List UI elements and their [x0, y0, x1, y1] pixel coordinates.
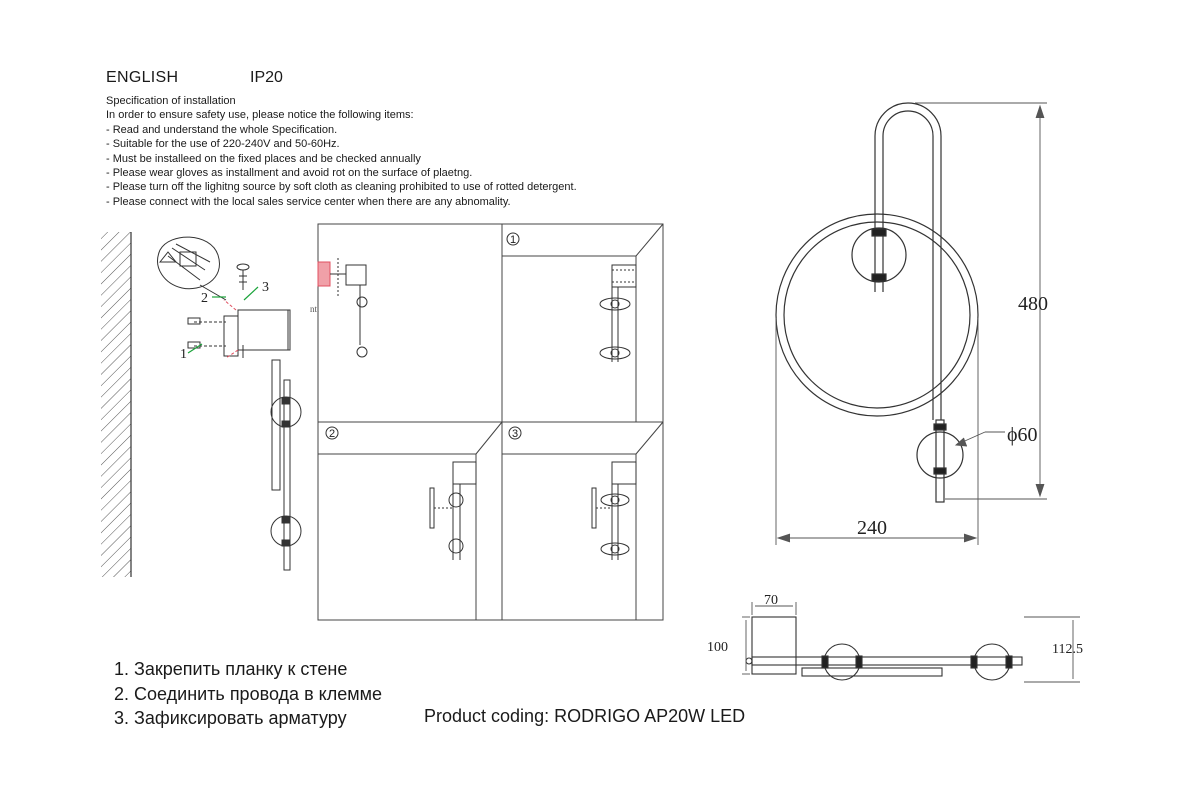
- spec-item: - Read and understand the whole Specific…: [106, 123, 338, 136]
- spec-title: Specification of installation: [106, 95, 236, 107]
- spec-item: - Suitable for the use of 220-240V and 5…: [106, 138, 340, 151]
- spec-intro: In order to ensure safety use, please no…: [106, 109, 414, 122]
- panel-number-3: 3: [508, 426, 522, 440]
- front-view: [775, 102, 979, 503]
- dim-height: 480: [1018, 293, 1048, 315]
- ip-rating: IP20: [250, 69, 283, 86]
- svg-text:1: 1: [510, 234, 516, 246]
- callout-3: 3: [262, 280, 269, 295]
- dim-base-height: 100: [707, 640, 728, 655]
- panel-number-1: 1: [506, 232, 520, 246]
- mounting-plate-exploded: [187, 299, 291, 359]
- step-3: 3. Зафиксировать арматуру: [114, 708, 347, 728]
- callout-2: 2: [201, 291, 208, 306]
- panel-1-drawing: [599, 264, 637, 362]
- side-view: [745, 616, 1023, 681]
- spec-item: - Must be installeed on the fixed places…: [106, 152, 421, 165]
- product-coding: Product coding: RODRIGO AP20W LED: [424, 706, 746, 726]
- panel-2-drawing: [429, 461, 477, 560]
- wall-hatch: [101, 232, 132, 577]
- panel-0-drawing: [317, 258, 368, 358]
- wire-detail-bubble: [157, 236, 227, 301]
- language-label: ENGLISH: [106, 69, 179, 86]
- side-dimension-lines: [742, 602, 1080, 683]
- dimension-lines: [775, 102, 1047, 545]
- panel-3-drawing: [591, 461, 637, 560]
- callout-1: 1: [180, 347, 187, 362]
- svg-text:2: 2: [329, 428, 335, 440]
- svg-text:3: 3: [512, 428, 518, 440]
- dim-width: 240: [857, 517, 887, 539]
- dim-diameter: ϕ60: [1007, 424, 1038, 446]
- cropped-label: nt.: [310, 304, 319, 314]
- spec-item: - Please wear gloves as installment and …: [106, 167, 473, 180]
- spec-item: - Please connect with the local sales se…: [106, 195, 511, 208]
- spec-item: - Please turn off the lighitng source by…: [106, 181, 577, 194]
- callout-lines: [187, 286, 259, 354]
- step-2: 2. Соединить провода в клемме: [114, 683, 382, 704]
- screw-icon: [236, 263, 250, 290]
- panel-number-2: 2: [325, 426, 339, 440]
- dim-depth: 112.5: [1052, 642, 1083, 657]
- fixture-side-view: [270, 359, 302, 571]
- step-panels-frame: [317, 223, 664, 621]
- specification-block: Specification of installation In order t…: [106, 94, 577, 209]
- step-1: 1. Закрепить планку к стене: [114, 659, 348, 679]
- installation-steps: 1. Закрепить планку к стене 2. Соединить…: [114, 657, 382, 731]
- dim-base-width: 70: [764, 593, 778, 608]
